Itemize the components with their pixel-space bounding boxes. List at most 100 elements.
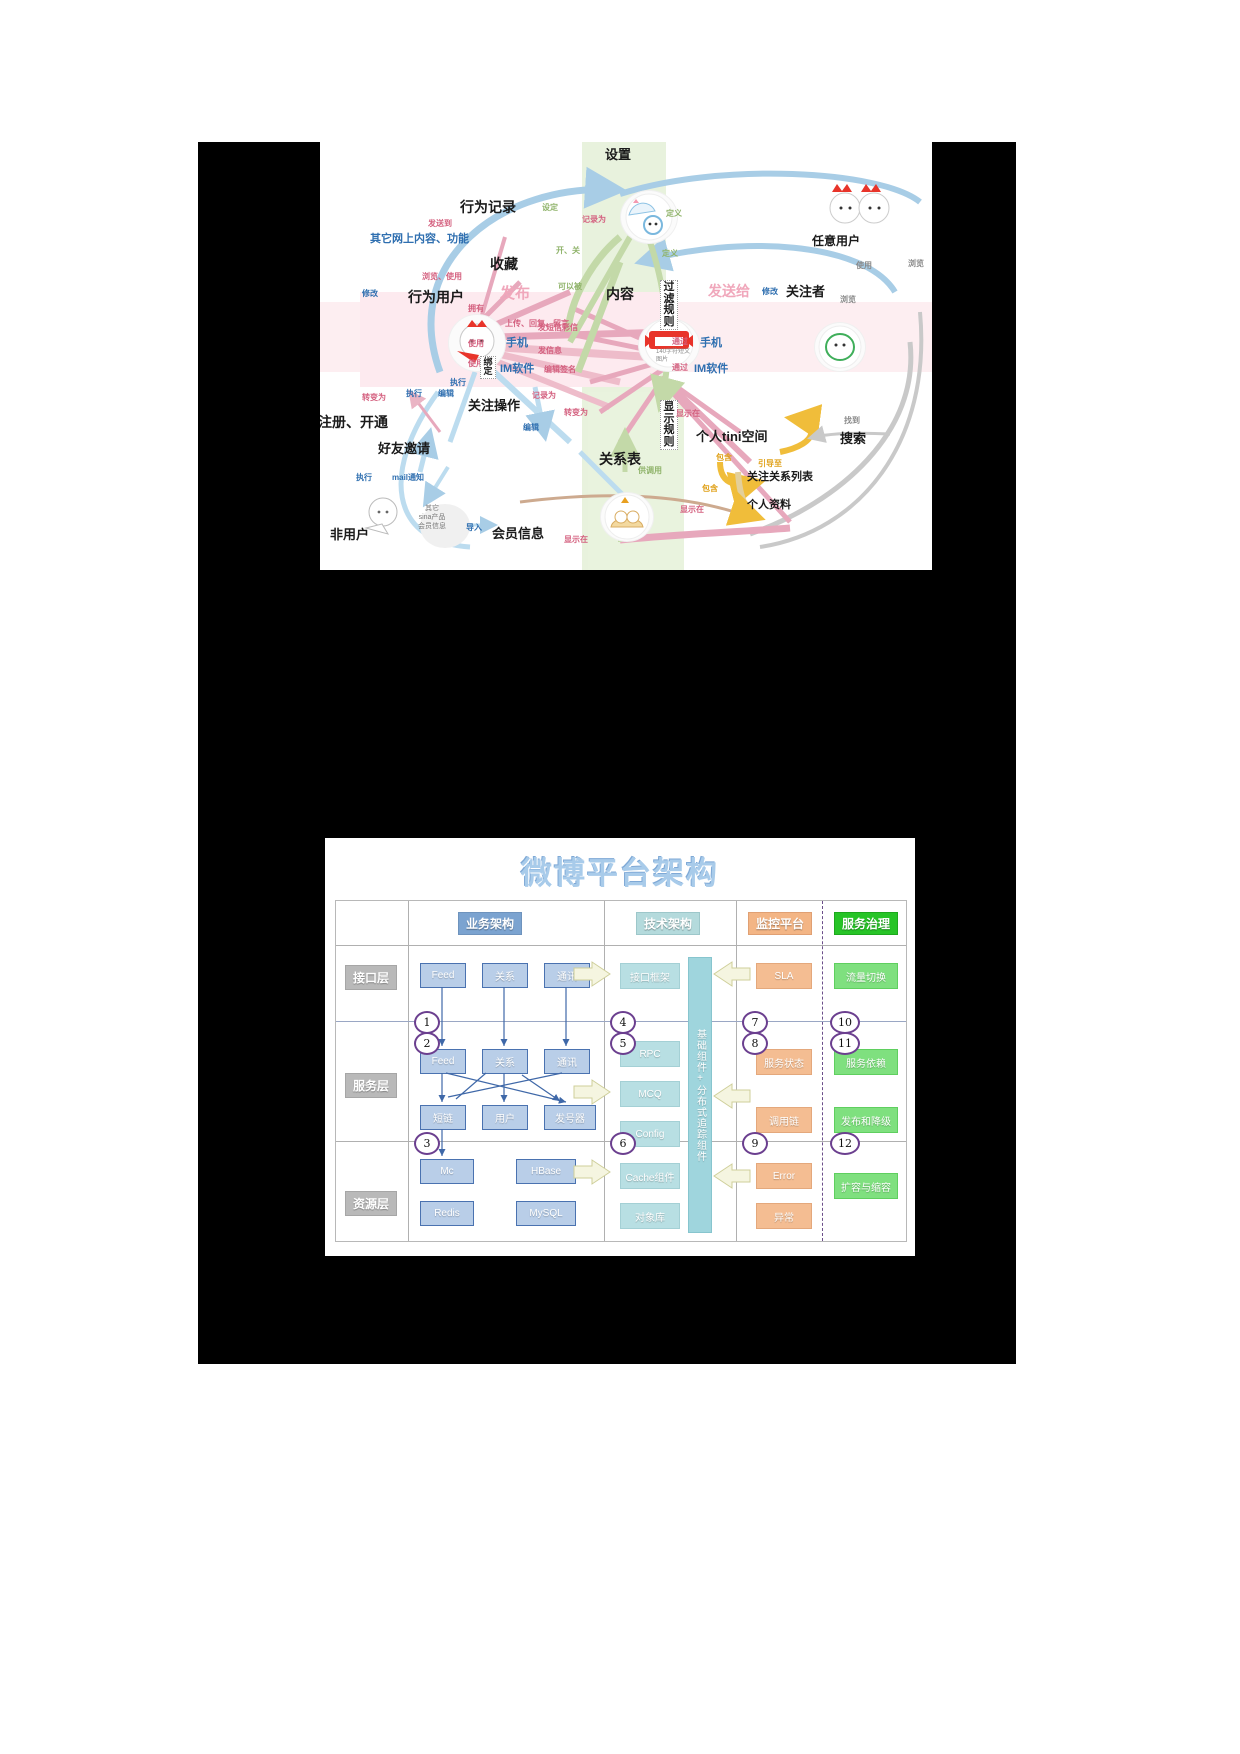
grid-vline-2	[604, 901, 605, 1241]
fat-arrow-service	[573, 1079, 611, 1105]
node-tech-mcq: MCQ	[620, 1081, 680, 1107]
fat-arrow-resource	[573, 1159, 611, 1185]
edge-send-message: 发信息	[538, 346, 562, 355]
edge-can-be: 可以被	[558, 282, 582, 291]
badge-8: 8	[742, 1032, 768, 1055]
business-flow-arrows	[438, 987, 570, 1156]
edge-use-2: 使用	[468, 359, 484, 368]
edge-modify-left: 修改	[362, 289, 378, 298]
grid-hline-header	[336, 945, 906, 946]
edge-pass-2: 通过	[672, 363, 688, 372]
edge-sms-mms: 发短信彩信	[538, 323, 578, 332]
edge-display-on-2: 显示在	[680, 505, 704, 514]
badge-4: 4	[610, 1011, 636, 1034]
node-register-open: 注册、开通	[320, 414, 388, 430]
badge-11: 11	[830, 1032, 860, 1055]
edge-send-to-record: 发送到	[428, 219, 452, 228]
edge-record-as-2: 记录为	[532, 391, 556, 400]
node-friend-invite: 好友邀请	[378, 441, 431, 456]
badge-9: 9	[742, 1132, 768, 1155]
node-follow-relation-list: 关注关系列表	[747, 471, 813, 483]
node-publish: 发布	[500, 285, 531, 302]
content-caption: 140字符短文图片	[656, 349, 691, 363]
figure-platform-architecture: 微博平台架构 业务架构 技术架构 监控平台 服务治理 接口层 服务层 资源层 1…	[325, 838, 915, 1256]
badge-12: 12	[830, 1132, 860, 1155]
edge-define-1: 定义	[666, 209, 682, 218]
badge-7: 7	[742, 1011, 768, 1034]
node-tech-interface-framework: 接口框架	[620, 963, 680, 989]
node-monitor-service-state: 服务状态	[756, 1049, 812, 1075]
edge-become-2: 转变为	[564, 408, 588, 417]
col-header-business: 业务架构	[458, 912, 523, 935]
node-content: 内容	[606, 286, 634, 302]
node-relation-table: 关系表	[599, 451, 641, 467]
grid-dash-divider	[822, 901, 823, 1241]
edge-browse-right-2: 浏览	[908, 259, 924, 268]
edge-browse-right: 浏览	[840, 295, 856, 304]
node-business-resource-hbase: HBase	[516, 1159, 576, 1184]
node-other-web-content: 其它网上内容、功能	[370, 233, 469, 245]
node-business-interface-relation: 关系	[482, 963, 528, 988]
node-governance-release: 发布和降级	[834, 1107, 898, 1133]
badge-6: 6	[610, 1132, 636, 1155]
edge-on-off: 开、关	[556, 246, 580, 255]
node-behavior-user: 行为用户	[408, 289, 464, 305]
badge-2: 2	[414, 1032, 440, 1055]
node-business-resource-redis: Redis	[420, 1201, 474, 1226]
edge-browse-use: 浏览、使用	[422, 272, 462, 281]
fat-arrow-monitor-resource	[713, 1163, 751, 1189]
badge-5: 5	[610, 1032, 636, 1055]
fat-arrow-monitor-interface	[713, 961, 751, 987]
other-sina-products-bubble	[420, 504, 470, 548]
node-monitor-sla: SLA	[756, 963, 812, 989]
edge-define-2: 定义	[662, 249, 678, 258]
node-any-user: 任意用户	[812, 234, 861, 248]
edge-use-right: 使用	[856, 261, 872, 270]
edge-become-1: 转变为	[362, 393, 386, 402]
edge-edit-signature: 编辑签名	[544, 365, 576, 374]
node-business-interface-feed: Feed	[420, 963, 466, 988]
node-governance-scaling: 扩容与缩容	[834, 1173, 898, 1199]
edge-modify-right: 修改	[762, 287, 778, 296]
col-header-governance: 服务治理	[834, 912, 899, 935]
settings-umbrella-avatar	[620, 190, 678, 244]
node-phone-left: 手机	[506, 337, 528, 349]
non-user-avatar	[360, 494, 406, 540]
fat-arrow-interface	[573, 961, 611, 987]
node-personal-tini-space: 个人tini空间	[696, 429, 768, 444]
row-header-resource: 资源层	[345, 1191, 398, 1216]
node-follow-action: 关注操作	[468, 398, 521, 413]
behavior-user-avatar	[448, 314, 506, 372]
edge-for-call: 供调用	[638, 466, 662, 475]
edge-bind: 绑定	[480, 356, 496, 379]
node-im-right: IM软件	[694, 363, 729, 375]
edge-set: 设定	[542, 203, 558, 212]
edge-edit-2: 编辑	[523, 423, 539, 432]
node-behavior-record: 行为记录	[460, 199, 516, 215]
node-business-interface-comm: 通讯	[544, 963, 590, 988]
edge-pass-1: 通过	[672, 337, 688, 346]
grid-vline-3	[736, 901, 737, 1241]
edge-use-1: 使用	[468, 339, 484, 348]
grid-vline-1	[408, 901, 409, 1241]
node-monitor-call-chain: 调用链	[756, 1107, 812, 1133]
edge-own: 拥有	[468, 304, 484, 313]
edge-guide-to: 引导至	[758, 459, 782, 468]
node-tech-cache-component: Cache组件	[620, 1163, 680, 1189]
node-phone-right: 手机	[700, 337, 722, 349]
node-follower: 关注者	[786, 284, 826, 299]
edge-mail-notify: mail通知	[392, 473, 425, 482]
figure-product-mindmap: 行为记录 其它网上内容、功能 收藏 行为用户 发布 设置 内容 发送给 关注者 …	[320, 142, 932, 570]
edge-edit-1: 编辑	[438, 389, 454, 398]
node-monitor-exception: 异常	[756, 1203, 812, 1229]
node-filter-rule: 过滤规则	[660, 280, 678, 331]
badge-10: 10	[830, 1011, 860, 1034]
edge-record-as: 记录为	[582, 215, 606, 224]
badge-1: 1	[414, 1011, 440, 1034]
follower-avatar	[814, 322, 866, 372]
relation-table-avatar	[600, 492, 654, 542]
row-header-service: 服务层	[345, 1073, 398, 1098]
node-settings: 设置	[605, 147, 632, 162]
edge-execute-1: 执行	[450, 378, 466, 387]
